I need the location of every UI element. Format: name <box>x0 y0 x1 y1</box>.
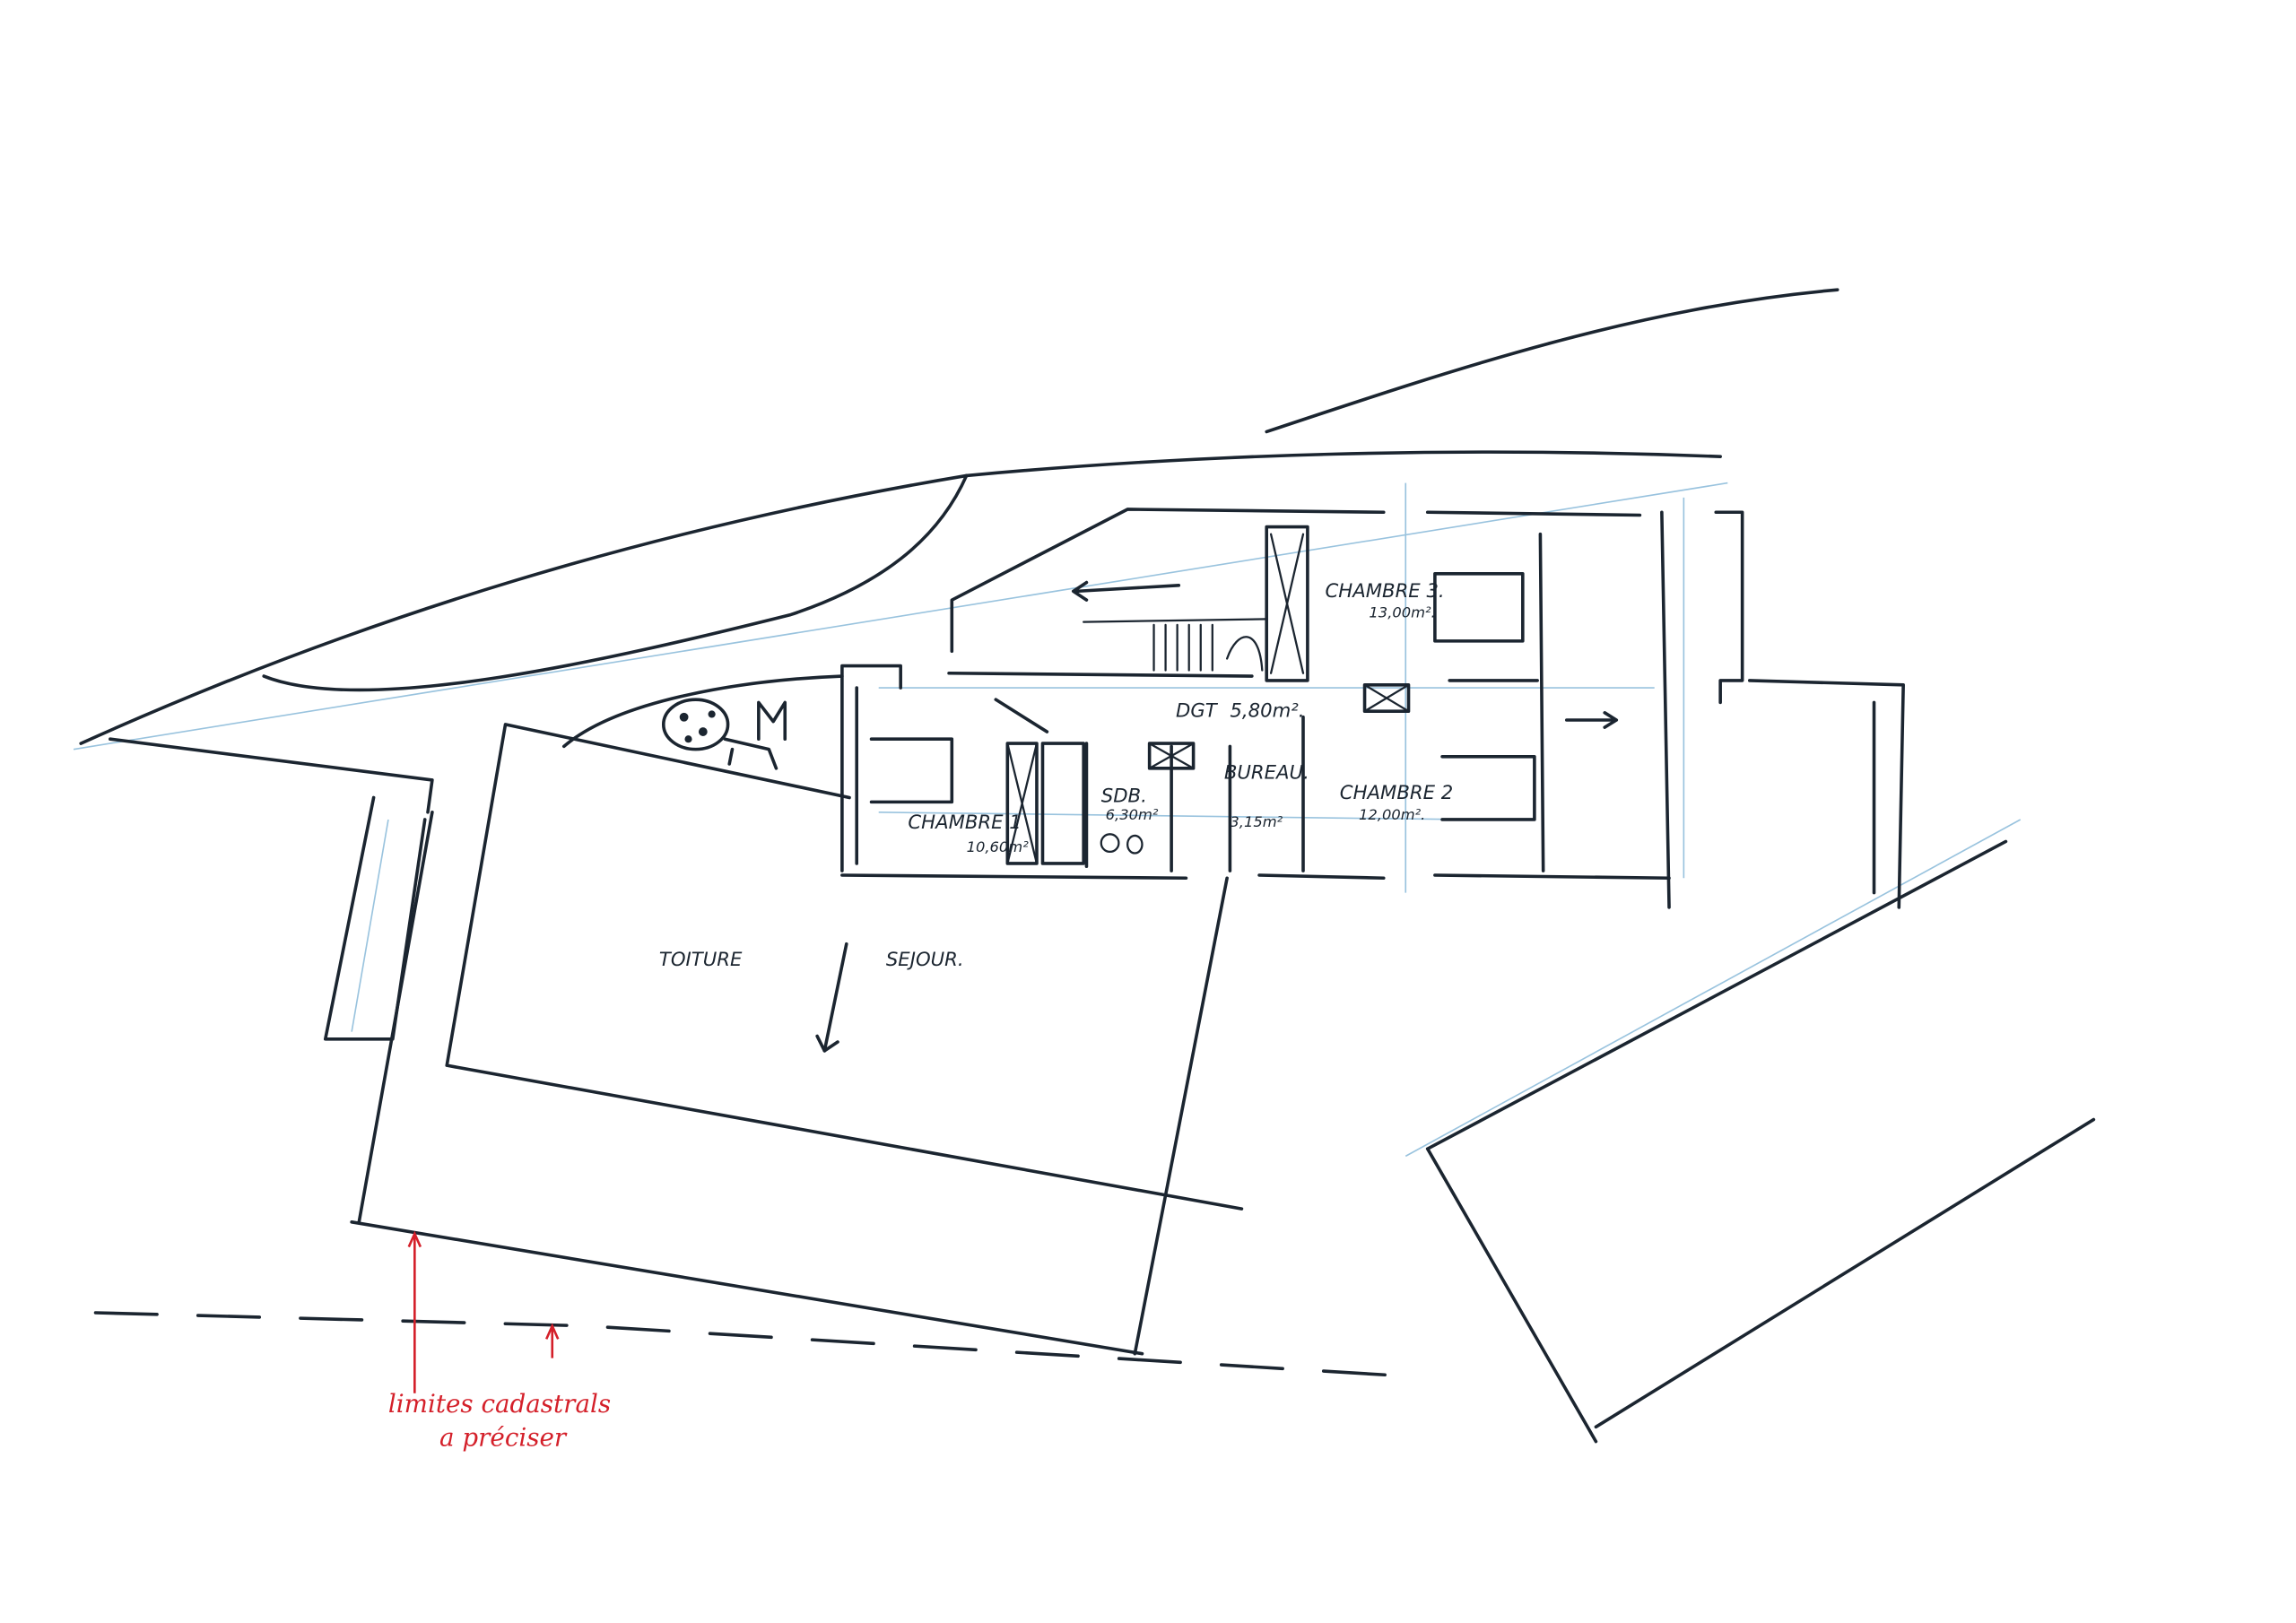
toiture-label: TOITURE <box>659 949 743 971</box>
house-plan <box>840 508 1671 909</box>
room-labels: CHAMBRE 3. 13,00m². DGT " 5,80m². BUREAU… <box>659 580 1453 971</box>
cadastral-boundary-line <box>93 1311 1400 1377</box>
construction-guides <box>73 482 2022 1158</box>
chambre3-label: CHAMBRE 3. <box>1325 580 1444 603</box>
bureau-area: 3,15m² <box>1230 813 1283 830</box>
sejour-label: SEJOUR. <box>886 949 964 971</box>
terrain-lines <box>79 288 1839 749</box>
chambre2-label: CHAMBRE 2 <box>1340 782 1453 804</box>
stairs <box>1083 618 1268 672</box>
direction-arrows <box>815 580 1619 1053</box>
bureau-label: BUREAU. <box>1224 761 1309 784</box>
annotation-line-1: limites cadastrals <box>388 1389 611 1419</box>
sdb-area: 6,30m² <box>1106 806 1159 823</box>
right-volumes <box>1425 510 2096 1444</box>
sdb-label: SDB. <box>1101 785 1147 807</box>
chambre1-label: CHAMBRE 1 <box>908 812 1021 834</box>
cadastral-annotation: limites cadastrals a préciser <box>388 1230 611 1453</box>
dgt-label: DGT <box>1176 700 1219 723</box>
roof-outline <box>445 723 1244 1356</box>
annotation-line-2: a préciser <box>439 1423 568 1453</box>
chambre3-area: 13,00m². <box>1369 604 1435 621</box>
dgt-area: 5,80m². <box>1230 700 1304 723</box>
chambre2-area: 12,00m². <box>1359 806 1425 823</box>
chambre1-area: 10,60m² <box>967 838 1030 855</box>
cow-doodle-icon <box>661 698 787 770</box>
left-terrace <box>109 737 1144 1356</box>
